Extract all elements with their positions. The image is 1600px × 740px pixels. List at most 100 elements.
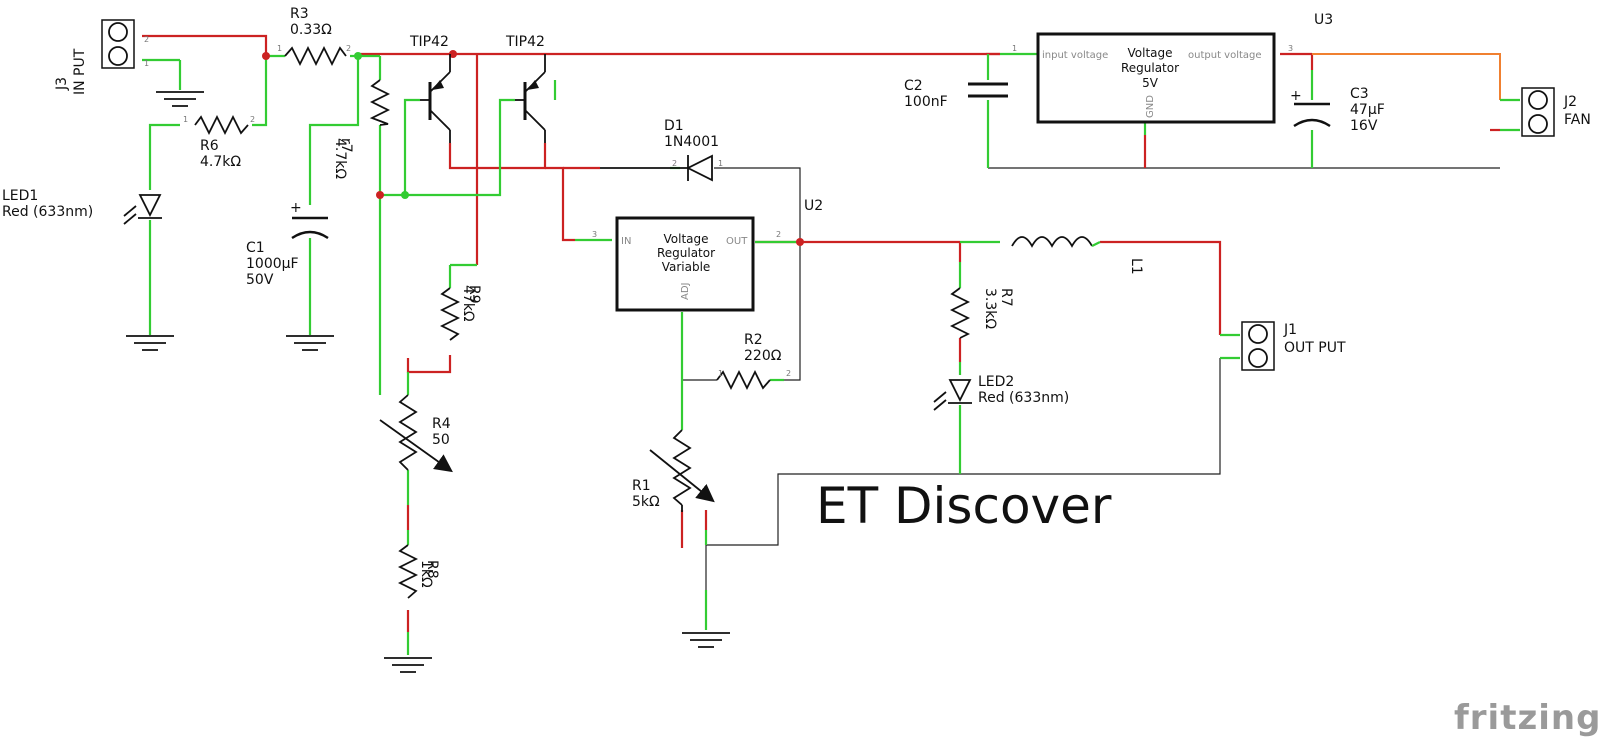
c1-ref: C1	[246, 240, 265, 256]
r7-value: 4.7kΩ	[332, 138, 348, 179]
u3-pin-out: output voltage	[1188, 50, 1262, 61]
c1-voltage: 50V	[246, 272, 274, 288]
d1-value: 1N4001	[664, 134, 719, 150]
transistor-q2[interactable]: TIP42	[505, 34, 546, 143]
junction-dots	[262, 50, 804, 246]
j2-ref: J2	[1563, 94, 1577, 110]
capacitor-c3[interactable]: + C3 47µF 16V	[1290, 86, 1385, 134]
svg-text:1: 1	[183, 115, 188, 124]
r7b-value: 3.3kΩ	[982, 288, 998, 329]
resistor-r6[interactable]: R6 4.7kΩ	[194, 114, 249, 170]
u2-pin-adj: ADJ	[680, 283, 691, 301]
resistor-r7[interactable]: R7 3.3kΩ	[949, 287, 1014, 339]
j2-name: FAN	[1564, 112, 1591, 128]
j1-name: OUT PUT	[1284, 340, 1346, 356]
led2-ref: LED2	[978, 374, 1014, 390]
svg-text:2: 2	[250, 115, 255, 124]
r8-value: 1kΩ	[418, 560, 434, 588]
transistor-q1[interactable]: TIP42	[409, 34, 451, 143]
connector-j2[interactable]: J2 FAN	[1521, 87, 1591, 137]
u2-line2: Regulator	[657, 246, 715, 260]
capacitor-c2[interactable]: C2 100nF	[904, 78, 1008, 110]
svg-text:2: 2	[144, 35, 149, 44]
potentiometer-r4[interactable]: R4 50	[379, 394, 453, 473]
c3-voltage: 16V	[1350, 118, 1378, 134]
u2-line1: Voltage	[663, 232, 708, 246]
u2-ref: U2	[804, 198, 823, 214]
r7b-ref: R7	[998, 288, 1014, 307]
d1-ref: D1	[664, 118, 684, 134]
r4-value: 50	[432, 432, 450, 448]
u3-line2: Regulator	[1121, 61, 1179, 75]
led2-value: Red (633nm)	[978, 390, 1069, 406]
resistor-r2[interactable]: R2 220Ω	[716, 332, 782, 391]
connector-j3[interactable]: 2 1 J3 IN PUT	[54, 19, 149, 95]
resistor-r9[interactable]: R9 47kΩ	[439, 285, 482, 341]
r4-ref: R4	[432, 416, 451, 432]
q1-value: TIP42	[409, 34, 449, 50]
red-wires	[142, 34, 1500, 632]
r2-ref: R2	[744, 332, 763, 348]
q2-value: TIP42	[505, 34, 545, 50]
svg-text:2: 2	[346, 44, 351, 53]
r8-ref: R8	[424, 560, 440, 579]
svg-text:1: 1	[1012, 44, 1017, 53]
svg-text:+: +	[1290, 88, 1302, 104]
pin-numbers: 1 2 1 2 3 2 1 3 1 2 2 1	[183, 44, 1293, 378]
r3-ref: R3	[290, 6, 309, 22]
c2-value: 100nF	[904, 94, 948, 110]
green-wires	[142, 52, 1520, 655]
r1-ref: R1	[632, 478, 651, 494]
svg-text:1: 1	[718, 369, 723, 378]
l1-ref: L1	[1128, 258, 1144, 275]
led1-ref: LED1	[2, 188, 38, 204]
diagram-title: ET Discover	[816, 477, 1112, 535]
u3-ref: U3	[1314, 12, 1333, 28]
c3-value: 47µF	[1350, 102, 1385, 118]
regulator-u2[interactable]: Voltage Regulator Variable IN OUT ADJ U2	[615, 198, 823, 312]
r1-value: 5kΩ	[632, 494, 660, 510]
r9-value: 47kΩ	[460, 285, 476, 322]
led1[interactable]: LED1 Red (633nm)	[2, 188, 162, 225]
inductor-l1[interactable]: L1	[1011, 236, 1144, 275]
svg-text:2: 2	[786, 369, 791, 378]
svg-text:1: 1	[718, 159, 723, 168]
svg-text:3: 3	[592, 230, 597, 239]
u2-pin-out: OUT	[726, 236, 748, 247]
r9-ref: R9	[466, 285, 482, 304]
resistor-r8[interactable]: R8 1kΩ	[397, 544, 440, 599]
c2-ref: C2	[904, 78, 923, 94]
capacitor-c1[interactable]: + C1 1000µF 50V	[246, 200, 329, 288]
c3-ref: C3	[1350, 86, 1369, 102]
svg-text:2: 2	[672, 159, 677, 168]
svg-text:2: 2	[776, 230, 781, 239]
led1-value: Red (633nm)	[2, 204, 93, 220]
regulator-u3[interactable]: Voltage Regulator 5V input voltage outpu…	[1036, 12, 1333, 124]
r6-value: 4.7kΩ	[200, 154, 241, 170]
ground-symbols	[126, 91, 730, 673]
fan-supply-wire	[1312, 53, 1501, 100]
r7-ref: r7	[338, 138, 354, 153]
r3-value: 0.33Ω	[290, 22, 332, 38]
svg-text:1: 1	[144, 59, 149, 68]
c1-value: 1000µF	[246, 256, 299, 272]
connector-j1[interactable]: J1 OUT PUT	[1241, 321, 1346, 371]
svg-text:3: 3	[1288, 44, 1293, 53]
u2-line3: Variable	[662, 260, 711, 274]
r2-value: 220Ω	[744, 348, 782, 364]
r6-ref: R6	[200, 138, 219, 154]
resistor-r3[interactable]: R3 0.33Ω	[284, 6, 347, 67]
u2-pin-in: IN	[621, 236, 631, 247]
svg-text:+: +	[290, 200, 302, 216]
j3-ref: J3	[54, 77, 70, 91]
resistor-r7-small[interactable]: r7 4.7kΩ	[332, 79, 391, 179]
potentiometer-r1[interactable]: R1 5kΩ	[632, 429, 715, 512]
u3-line3: 5V	[1142, 76, 1159, 90]
u3-pin-in: input voltage	[1042, 50, 1108, 61]
diode-d1[interactable]: D1 1N4001	[600, 118, 719, 182]
j3-name: IN PUT	[72, 48, 88, 95]
j1-ref: J1	[1283, 322, 1297, 338]
fritzing-watermark: fritzing	[1454, 698, 1600, 738]
led2[interactable]: LED2 Red (633nm)	[933, 374, 1069, 411]
